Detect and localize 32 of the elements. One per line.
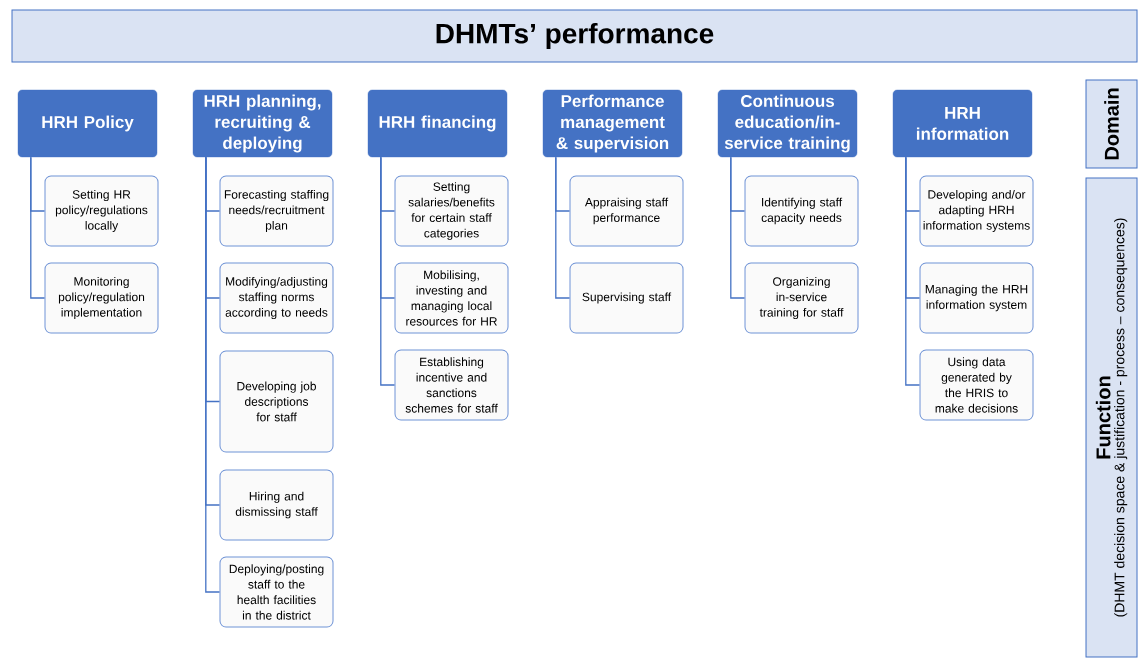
category-box: HRH planning, recruiting & deploying bbox=[192, 89, 333, 158]
task-box: Supervising staff bbox=[569, 262, 684, 334]
connector-line bbox=[205, 156, 221, 593]
task-box: Managing the HRH information system bbox=[919, 262, 1034, 334]
title-banner: DHMTs’ performance bbox=[11, 9, 1138, 63]
category-box: Performance management & supervision bbox=[542, 89, 683, 158]
task-box: Forecasting staffing needs/recruitment plan bbox=[219, 175, 334, 247]
task-box: Developing job descriptions for staff bbox=[219, 350, 334, 453]
task-box: Modifying/adjusting staffing norms according to needs bbox=[219, 262, 334, 334]
side-band: Function (DHMT decision space & justification - process – consequences) bbox=[1085, 177, 1138, 658]
task-box: Deploying/posting staff to the health facilities in the district bbox=[219, 556, 334, 628]
connector-line bbox=[30, 156, 46, 299]
task-box: Identifying staff capacity needs bbox=[744, 175, 859, 247]
connector-line bbox=[380, 156, 396, 386]
task-box: Using data generated by the HRIS to make decisions bbox=[919, 349, 1034, 421]
task-box: Monitoring policy/regulation implementation bbox=[44, 262, 159, 334]
task-box: Mobilising, investing and managing local resources for HR bbox=[394, 262, 509, 334]
task-box: Setting HR policy/regulations locally bbox=[44, 175, 159, 247]
connector-line bbox=[730, 156, 746, 299]
task-box: Organizing in-service training for staff bbox=[744, 262, 859, 334]
connector-line bbox=[905, 156, 921, 386]
task-box: Hiring and dismissing staff bbox=[219, 469, 334, 541]
task-box: Setting salaries/benefits for certain staff categories bbox=[394, 175, 509, 247]
side-band: Domain bbox=[1085, 79, 1138, 169]
task-box: Appraising staff performance bbox=[569, 175, 684, 247]
connector-line bbox=[555, 156, 571, 299]
category-box: HRH Policy bbox=[17, 89, 158, 158]
task-box: Developing and/or adapting HRH information systems bbox=[919, 175, 1034, 247]
category-box: HRH information bbox=[892, 89, 1033, 158]
category-box: Continuous education/in-service training bbox=[717, 89, 858, 158]
category-box: HRH financing bbox=[367, 89, 508, 158]
task-box: Establishing incentive and sanctions schemes for staff bbox=[394, 349, 509, 421]
